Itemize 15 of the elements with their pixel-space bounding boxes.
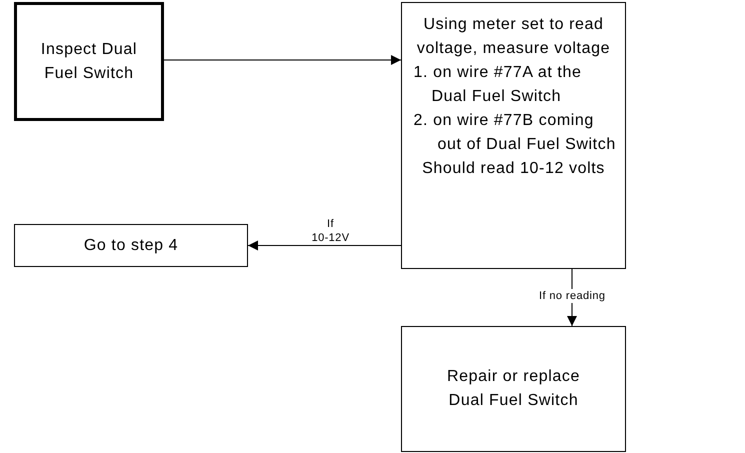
box-text: Inspect Dual Fuel Switch [40,40,138,84]
process-box [14,2,164,121]
box-text: Using meter set to read voltage, measure voltage [416,15,612,59]
list-item: 2. on wire #77B coming out of Dual Fuel Switch [412,111,617,155]
list-item: 1. on wire #77A at the Dual Fuel Switch [414,63,582,107]
edge-label: If no reading [537,288,608,302]
arrow [248,240,402,250]
box-text: Should read 10-12 volts [422,159,605,179]
box-text: Repair or replace Dual Fuel Switch [446,367,581,411]
process-box [401,2,626,269]
box-text: Go to step 4 [84,236,178,256]
arrow [164,55,402,65]
process-box [14,224,248,267]
process-box [401,326,626,452]
edge-label: If 10-12V [310,216,350,244]
